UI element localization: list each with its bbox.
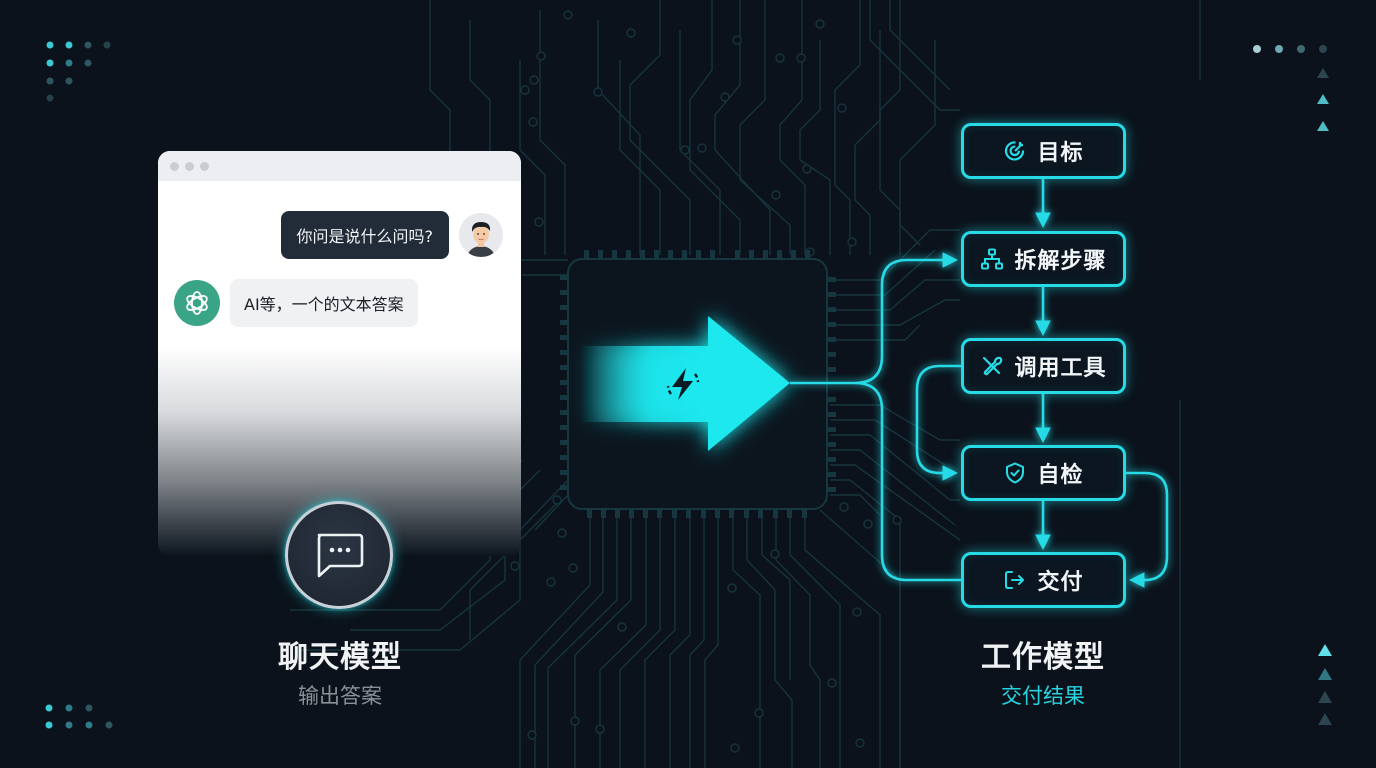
user-message-row: 你问是说什么问吗? (280, 211, 503, 259)
flow-node-deliver[interactable]: 交付 (961, 552, 1126, 608)
user-avatar (459, 213, 503, 257)
chat-model-badge (285, 501, 393, 609)
flow-node-decompose[interactable]: 拆解步骤 (961, 231, 1126, 287)
ai-message-row: AI等，一个的文本答案 (174, 279, 418, 327)
shield-check-icon (1006, 462, 1025, 484)
flow-node-label: 拆解步骤 (1014, 249, 1107, 274)
work-model-title: 工作模型 (981, 640, 1105, 675)
decorative-dots-top-right (1253, 45, 1329, 131)
chat-window: 你问是说什么问吗? AI等，一个的文本答案 (158, 151, 521, 556)
flow-node-goal[interactable]: 目标 (961, 123, 1126, 179)
work-model-caption: 工作模型 交付结果 (940, 632, 1146, 710)
transform-arrow (580, 316, 790, 451)
chat-model-subtitle: 输出答案 (298, 684, 382, 708)
chat-model-caption: 聊天模型 输出答案 (238, 632, 442, 710)
lightning-bolt-icon (666, 368, 700, 400)
tools-icon (983, 356, 1003, 376)
export-icon (1005, 571, 1025, 589)
chat-model-title: 聊天模型 (278, 640, 402, 675)
decorative-dots-top-left (46, 41, 111, 102)
ai-message-bubble: AI等，一个的文本答案 (230, 279, 418, 327)
user-message-bubble: 你问是说什么问吗? (280, 211, 449, 259)
decorative-dots-bottom-left (45, 704, 113, 729)
target-icon (1005, 141, 1025, 161)
ai-logo-icon (174, 280, 220, 326)
flow-node-label: 交付 (1037, 570, 1084, 595)
window-dot-maximize[interactable] (200, 161, 209, 171)
flow-node-label: 自检 (1037, 463, 1084, 488)
window-dot-close[interactable] (170, 161, 179, 171)
flow-node-call-tools[interactable]: 调用工具 (961, 338, 1126, 394)
hierarchy-icon (981, 248, 1004, 270)
decorative-triangles-bottom-right (1318, 644, 1332, 725)
chat-bubble-icon (317, 533, 364, 578)
work-model-subtitle: 交付结果 (1001, 684, 1085, 708)
window-dot-minimize[interactable] (185, 161, 194, 171)
flow-node-self-check[interactable]: 自检 (961, 445, 1126, 501)
flow-node-label: 调用工具 (1014, 356, 1107, 381)
flow-node-label: 目标 (1037, 141, 1084, 166)
chat-titlebar (158, 151, 521, 181)
